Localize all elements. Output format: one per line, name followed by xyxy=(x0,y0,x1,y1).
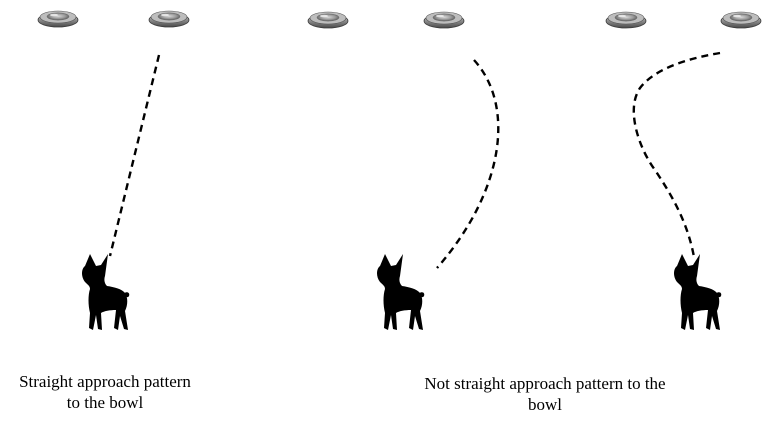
caption-line: Not straight approach pattern to the xyxy=(424,374,666,393)
curved-path-line xyxy=(436,59,500,269)
scene-curved-approach xyxy=(307,11,500,330)
caption-line: Straight approach pattern xyxy=(19,372,191,391)
bowl-icon xyxy=(307,11,349,29)
detour-path-line xyxy=(632,51,721,258)
target-bowl-icon xyxy=(148,10,190,28)
caption-straight-approach: Straight approach pattern to the bowl xyxy=(0,371,210,413)
dog-silhouette-icon xyxy=(674,254,722,330)
bowl-icon xyxy=(605,11,647,29)
dog-silhouette-icon xyxy=(82,254,130,330)
scene-detour-approach xyxy=(605,11,762,330)
straight-path-line xyxy=(108,54,161,257)
caption-line: bowl xyxy=(528,395,562,414)
target-bowl-icon xyxy=(423,11,465,29)
caption-line: to the bowl xyxy=(66,393,144,412)
caption-not-straight-approach: Not straight approach pattern to the bow… xyxy=(385,373,705,415)
scene-straight-approach xyxy=(37,10,190,330)
target-bowl-icon xyxy=(720,11,762,29)
dog-silhouette-icon xyxy=(377,254,425,330)
bowl-icon xyxy=(37,10,79,28)
